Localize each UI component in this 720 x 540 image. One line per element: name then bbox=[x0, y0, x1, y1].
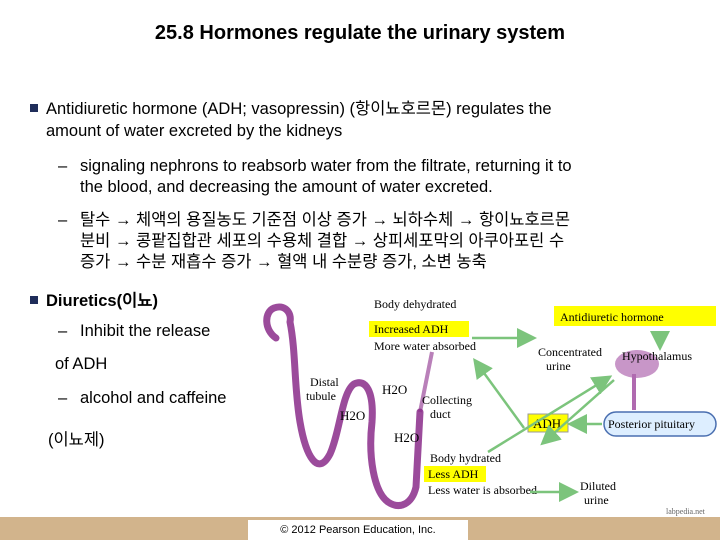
concentrated-urine-label-2: urine bbox=[546, 359, 571, 373]
less-adh-highlight bbox=[424, 466, 486, 482]
sub-bullet-alcohol: – alcohol and caffeine bbox=[58, 388, 268, 409]
posterior-pituitary-shape bbox=[603, 411, 717, 437]
sub-bullet-alcohol-cont: (이뇨제) bbox=[48, 431, 105, 449]
watermark-label: labpedia.net bbox=[666, 507, 706, 516]
sub-bullet-inhibit: – Inhibit the release bbox=[58, 321, 258, 342]
sub-bullet-inhibit-text: Inhibit the release bbox=[80, 322, 211, 340]
bullet-marker bbox=[30, 104, 38, 112]
slide-title: 25.8 Hormones regulate the urinary syste… bbox=[154, 22, 566, 44]
sub-bullet-korean-line2: 분비 → 콩팥집합관 세포의 수용체 결합 → 상피세포막의 아쿠아포린 수 bbox=[80, 232, 565, 250]
arrow-adh-to-top bbox=[473, 357, 526, 429]
sub-bullet-korean-line3: 증가 → 수분 재흡수 증가 → 혈액 내 수분량 증가, 소변 농축 bbox=[80, 253, 487, 271]
arrow-to-hypothalamus bbox=[487, 375, 613, 454]
diluted-urine-label-1: Diluted bbox=[580, 479, 616, 493]
distal-tubule-label-2: tubule bbox=[306, 389, 336, 403]
bullet-diuretics-text: Diuretics(이뇨) bbox=[46, 292, 158, 310]
adh-small-label: ADH bbox=[533, 416, 561, 431]
body-hydrated-label: Body hydrated bbox=[430, 451, 501, 465]
collecting-duct-label-2: duct bbox=[430, 407, 451, 421]
antidiuretic-hormone-label: Antidiuretic hormone bbox=[560, 310, 664, 324]
increased-adh-highlight bbox=[369, 321, 469, 337]
diluted-urine-label-2: urine bbox=[584, 493, 609, 507]
h2o-label-a: H2O bbox=[382, 382, 407, 397]
sub-bullet-signaling-line2: the blood, and decreasing the amount of … bbox=[80, 178, 493, 196]
hypothalamus-shape bbox=[615, 350, 659, 378]
dash-marker: – bbox=[58, 157, 68, 175]
bullet-adh-line2: amount of water excreted by the kidneys bbox=[46, 122, 343, 140]
adh-feedback-diagram: Body dehydrated Increased ADH More water… bbox=[262, 292, 720, 517]
sub-bullet-inhibit-cont: of ADH bbox=[55, 355, 108, 373]
footer-bar: © 2012 Pearson Education, Inc. bbox=[0, 517, 720, 540]
posterior-pituitary-label: Posterior pituitary bbox=[608, 417, 695, 431]
body-dehydrated-label: Body dehydrated bbox=[374, 297, 456, 311]
increased-adh-label: Increased ADH bbox=[374, 322, 449, 336]
collecting-duct-label-1: Collecting bbox=[422, 393, 472, 407]
adh-box-highlight bbox=[554, 306, 716, 326]
dash-marker: – bbox=[58, 389, 68, 407]
bullet-diuretics: Diuretics(이뇨) bbox=[30, 290, 260, 312]
dash-marker: – bbox=[58, 211, 68, 229]
concentrated-urine-label-1: Concentrated bbox=[538, 345, 602, 359]
h2o-label-c: H2O bbox=[394, 430, 419, 445]
less-adh-label: Less ADH bbox=[428, 467, 479, 481]
distal-tubule-label-1: Distal bbox=[310, 375, 339, 389]
sub-bullet-alcohol-text: alcohol and caffeine bbox=[80, 389, 227, 407]
dash-marker: – bbox=[58, 322, 68, 340]
bullet-marker bbox=[30, 296, 38, 304]
more-water-label: More water absorbed bbox=[374, 339, 476, 353]
h2o-label-b: H2O bbox=[340, 408, 365, 423]
copyright-label: © 2012 Pearson Education, Inc. bbox=[248, 520, 468, 540]
sub-bullet-signaling: – signaling nephrons to reabsorb water f… bbox=[58, 156, 708, 198]
sub-bullet-korean-line1: 탈수 → 체액의 용질농도 기준점 이상 증가 → 뇌하수체 → 항이뇨호르몬 bbox=[80, 211, 571, 229]
hypothalamus-label: Hypothalamus bbox=[622, 349, 692, 363]
sub-bullet-korean: – 탈수 → 체액의 용질농도 기준점 이상 증가 → 뇌하수체 → 항이뇨호르… bbox=[58, 210, 708, 273]
less-water-label: Less water is absorbed bbox=[428, 483, 537, 497]
sub-bullet-signaling-line1: signaling nephrons to reabsorb water fro… bbox=[80, 157, 572, 175]
bullet-adh: Antidiuretic hormone (ADH; vasopressin) … bbox=[30, 98, 710, 142]
bullet-adh-line1: Antidiuretic hormone (ADH; vasopressin) … bbox=[46, 100, 552, 118]
collecting-duct-shape bbox=[418, 351, 434, 413]
nephron-tubule-shape bbox=[263, 303, 424, 509]
